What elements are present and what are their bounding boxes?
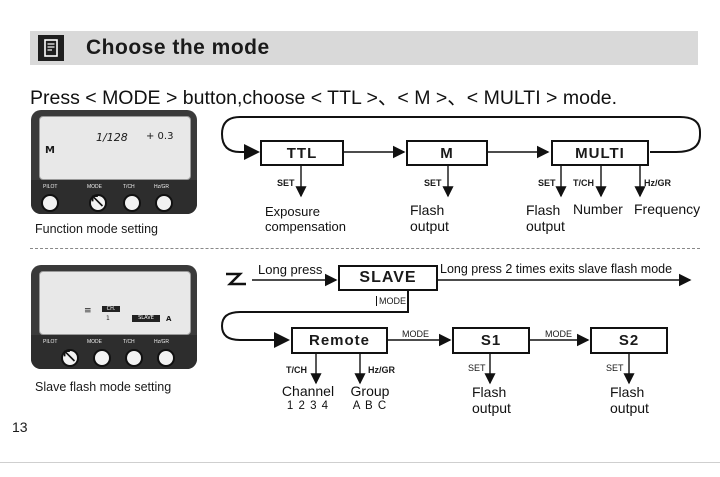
header-bar (30, 31, 698, 65)
lcd-display: M 1/128 + 0.3 (39, 116, 191, 180)
s2-set-label: SET (606, 363, 624, 373)
s2-output: Flash output (610, 384, 649, 416)
page-number: 13 (12, 419, 28, 435)
mode-button (89, 194, 107, 212)
multi-output: Flash output (526, 202, 565, 234)
flash-unit-function-image: M 1/128 + 0.3 PILOT MODE T/CH Hz/GR ↖ (31, 110, 197, 214)
pilot-button (41, 194, 59, 212)
btn-label-tch: T/CH (123, 184, 135, 190)
s1-box: S1 (452, 327, 530, 354)
btn-label-hzgr-2: Hz/GR (154, 339, 169, 345)
group-output: Group A B C (344, 384, 396, 414)
slave-mode-tag: MODE (376, 296, 406, 306)
flash-unit-slave-image: ≡ CH. 1 SLAVE A PILOT MODE T/CH Hz/GR ↖ (31, 265, 197, 369)
s1-output: Flash output (472, 384, 511, 416)
pointer-icon: ↖ (89, 190, 106, 212)
remote-s1-mode-tag: MODE (402, 329, 429, 339)
ttl-set-label: SET (277, 178, 295, 188)
multi-tch-label: T/CH (573, 178, 594, 188)
lcd-power: 1/128 (96, 131, 128, 144)
slave-caption: Slave flash mode setting (35, 380, 172, 394)
s2-output-line2: output (610, 400, 649, 416)
page-title: Choose the mode (86, 36, 270, 59)
channel-label: Channel (281, 383, 335, 399)
lcd-slave: SLAVE (132, 315, 160, 322)
mode-button-2 (93, 349, 111, 367)
multi-hzgr-label: Hz/GR (644, 178, 671, 188)
s1-s2-mode-tag: MODE (545, 329, 572, 339)
s1-output-line2: output (472, 400, 511, 416)
multi-box: MULTI (551, 140, 649, 166)
document-icon (38, 35, 64, 61)
footer-rule (0, 462, 720, 463)
ttl-output: Exposure compensation (265, 204, 346, 234)
s2-output-line1: Flash (610, 384, 645, 400)
btn-label-mode: MODE (87, 184, 102, 190)
multi-output-line1: Flash (526, 202, 561, 218)
btn-label-hzgr: Hz/GR (154, 184, 169, 190)
channel-output: Channel 1 2 3 4 (278, 384, 338, 414)
slave-box: SLAVE (338, 265, 438, 291)
btn-label-pilot-2: PILOT (43, 339, 58, 345)
slave-signal-icon: ≡ (84, 306, 92, 316)
m-box: M (406, 140, 488, 166)
remote-box: Remote (291, 327, 388, 354)
lcd-ch-num: 1 (106, 315, 110, 322)
lcd-mode: M (45, 145, 55, 156)
hzgr-button (155, 194, 173, 212)
multi-set-label: SET (538, 178, 556, 188)
btn-label-pilot: PILOT (43, 184, 58, 190)
frequency-output: Frequency (634, 201, 701, 217)
btn-label-tch-2: T/CH (123, 339, 135, 345)
ttl-output-line1: Exposure (265, 204, 320, 219)
lcd-comp: + 0.3 (146, 131, 174, 142)
m-output-line1: Flash (410, 202, 445, 218)
multi-output-line2: output (526, 218, 565, 234)
instruction-text: Press < MODE > button,choose < TTL >、< M… (30, 87, 618, 109)
tch-button-2 (125, 349, 143, 367)
m-set-label: SET (424, 178, 442, 188)
pointer-icon-2: ↖ (61, 345, 78, 367)
pilot-button-2 (61, 349, 79, 367)
remote-hzgr-label: Hz/GR (368, 365, 395, 375)
tch-button (123, 194, 141, 212)
group-values: A B C (352, 400, 388, 412)
remote-tch-label: T/CH (286, 365, 307, 375)
exit-text: Long press 2 times exits slave flash mod… (440, 262, 673, 276)
m-output: Flash output (410, 202, 449, 234)
hzgr-button-2 (157, 349, 175, 367)
channel-values: 1 2 3 4 (286, 400, 330, 412)
group-label: Group (350, 383, 390, 399)
ttl-box: TTL (260, 140, 344, 166)
lcd-ch: CH. (102, 306, 120, 312)
s1-output-line1: Flash (472, 384, 507, 400)
section-divider (30, 248, 700, 249)
s1-set-label: SET (468, 363, 486, 373)
s2-box: S2 (590, 327, 668, 354)
ttl-output-line2: compensation (265, 219, 346, 234)
long-press-label: Long press (258, 262, 323, 277)
lcd-display-slave: ≡ CH. 1 SLAVE A (39, 271, 191, 335)
btn-label-mode-2: MODE (87, 339, 102, 345)
m-output-line2: output (410, 218, 449, 234)
function-caption: Function mode setting (35, 222, 158, 236)
number-output: Number (573, 201, 623, 217)
lcd-a: A (166, 315, 172, 323)
